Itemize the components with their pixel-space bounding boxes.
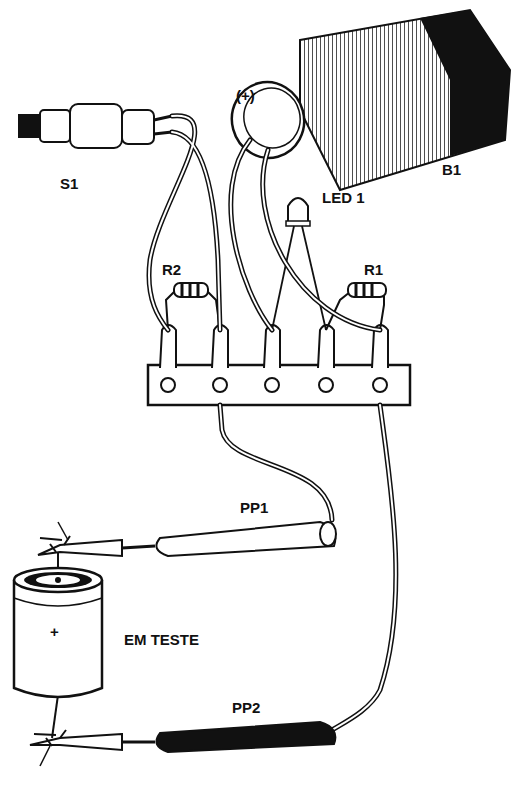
push-switch — [18, 104, 172, 148]
capacitor — [14, 552, 102, 738]
part-label: R1 — [364, 262, 383, 277]
part-label: B1 — [442, 162, 461, 177]
led — [272, 198, 326, 330]
polarity-mark: (+) — [236, 88, 255, 103]
probe — [30, 722, 335, 766]
part-label: S1 — [60, 176, 78, 191]
part-label: PP1 — [240, 500, 268, 515]
terminal-strip — [148, 325, 410, 405]
polarity-mark: + — [50, 624, 59, 639]
part-label: R2 — [162, 262, 181, 277]
caption-text: EM TESTE — [124, 632, 199, 647]
part-label: PP2 — [232, 700, 260, 715]
part-label: LED 1 — [322, 190, 365, 205]
probe — [38, 522, 336, 556]
